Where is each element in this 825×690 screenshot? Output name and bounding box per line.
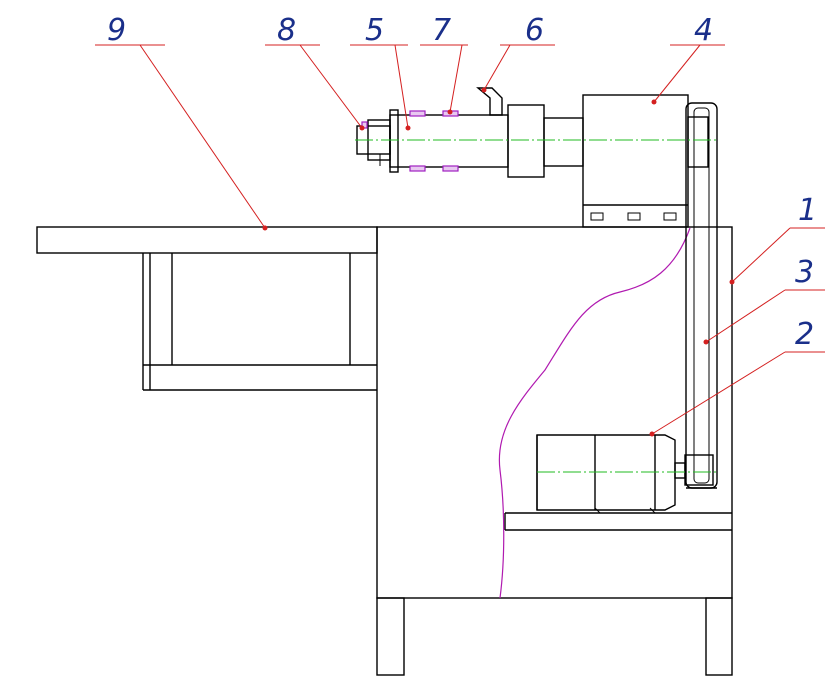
- leader-lines: [95, 44, 825, 437]
- label-8: 8: [277, 13, 296, 48]
- break-line: [498, 227, 691, 599]
- gear-reducer: [582, 94, 709, 228]
- v-belt: [685, 102, 718, 489]
- label-6: 6: [525, 13, 544, 48]
- main-frame: [376, 226, 733, 676]
- label-4: 4: [694, 13, 713, 48]
- label-3: 3: [795, 255, 814, 290]
- label-2: 2: [795, 317, 814, 352]
- label-1: 1: [798, 193, 817, 228]
- label-7: 7: [432, 13, 451, 48]
- side-table: [36, 226, 378, 391]
- label-5: 5: [365, 13, 384, 48]
- extruder-barrel: [356, 87, 584, 178]
- label-9: 9: [107, 13, 126, 48]
